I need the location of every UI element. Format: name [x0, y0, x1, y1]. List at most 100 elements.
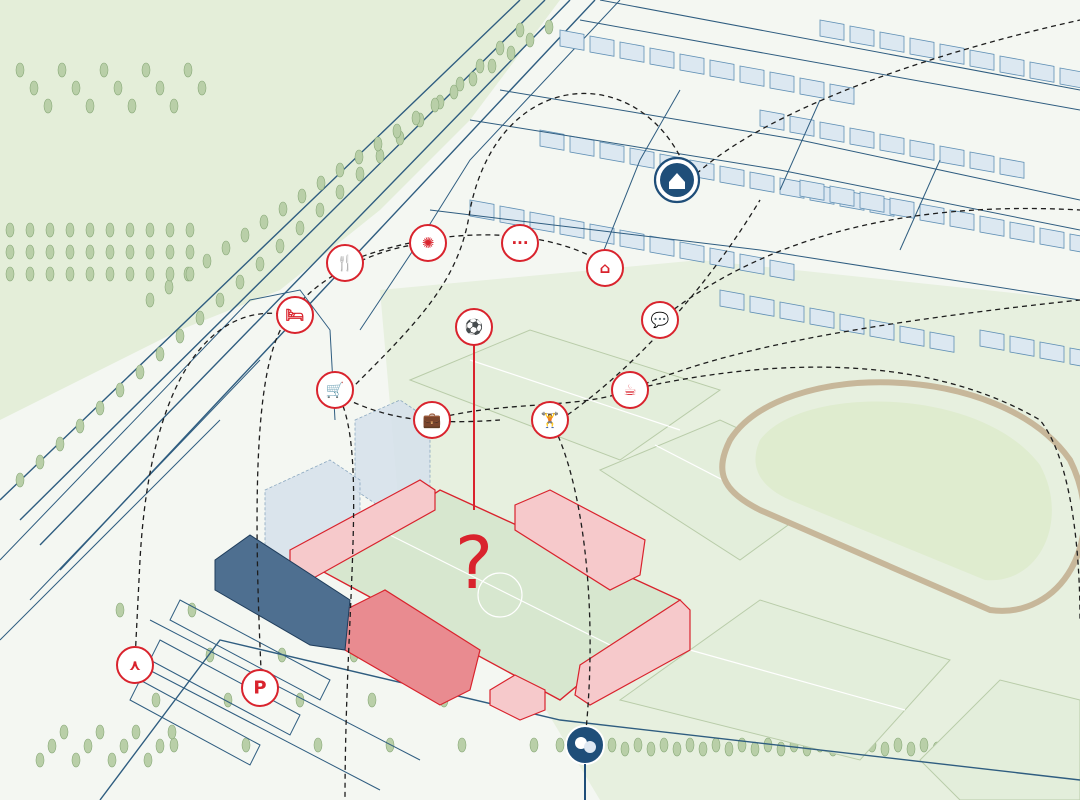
house — [1009, 335, 1035, 357]
house — [779, 301, 805, 323]
tree — [85, 266, 95, 282]
house — [769, 71, 795, 93]
tree — [355, 166, 365, 182]
tree — [880, 741, 890, 757]
tree — [131, 724, 141, 740]
house — [979, 215, 1005, 237]
house — [1009, 221, 1035, 243]
house — [749, 295, 775, 317]
tree — [47, 738, 57, 754]
coffee-icon[interactable]: ☕ — [611, 371, 649, 409]
tree — [145, 266, 155, 282]
briefcase-icon[interactable]: 💼 — [413, 401, 451, 439]
house — [1029, 61, 1055, 83]
tree — [45, 244, 55, 260]
gym-glyph: 🏋 — [541, 411, 560, 429]
chat-icon[interactable]: 💬 — [641, 301, 679, 339]
tree — [105, 244, 115, 260]
tree — [672, 741, 682, 757]
tree — [25, 244, 35, 260]
tree — [354, 149, 364, 165]
hotel-icon[interactable]: 🛏 — [276, 296, 314, 334]
tree — [25, 222, 35, 238]
gym-icon[interactable]: 🏋 — [531, 401, 569, 439]
residential-blocks — [469, 19, 1080, 367]
house — [919, 203, 945, 225]
house — [719, 165, 745, 187]
tree — [165, 244, 175, 260]
stand-north — [514, 489, 646, 591]
house — [1039, 341, 1065, 363]
tree — [15, 62, 25, 78]
restaurant-icon[interactable]: 🍴 — [326, 244, 364, 282]
more-glyph: ··· — [511, 234, 528, 252]
tree — [95, 724, 105, 740]
tree — [143, 752, 153, 768]
football-glyph: ⚽ — [464, 318, 484, 336]
house — [929, 331, 955, 353]
tree — [525, 32, 535, 48]
parking-icon[interactable]: P — [241, 669, 279, 707]
tree — [335, 162, 345, 178]
shopping-cart-glyph: 🛒 — [326, 381, 345, 399]
shop-glyph: ⌂ — [600, 259, 611, 277]
house — [829, 83, 855, 105]
tree — [255, 256, 265, 272]
tree — [487, 58, 497, 74]
chat-glyph: 💬 — [651, 311, 670, 329]
tree — [165, 266, 175, 282]
tree-rows — [5, 19, 1072, 768]
shopping-cart-icon[interactable]: 🛒 — [316, 371, 354, 409]
house — [819, 121, 845, 143]
theatre-icon[interactable] — [565, 725, 605, 800]
tree — [65, 244, 75, 260]
home-icon[interactable] — [653, 156, 701, 204]
tree — [313, 737, 323, 753]
house — [809, 307, 835, 329]
tree — [278, 201, 288, 217]
house — [799, 179, 825, 201]
house — [969, 49, 995, 71]
house — [539, 129, 565, 151]
tree — [515, 22, 525, 38]
tree — [95, 400, 105, 416]
shop-icon[interactable]: ⌂ — [586, 249, 624, 287]
tree — [55, 436, 65, 452]
tree — [35, 752, 45, 768]
more-icon[interactable]: ··· — [501, 224, 539, 262]
tree — [187, 602, 197, 618]
tree — [141, 62, 151, 78]
house — [719, 289, 745, 311]
central-question-mark: ? — [455, 521, 493, 605]
tree — [105, 222, 115, 238]
gate-building — [489, 674, 546, 721]
tree — [25, 266, 35, 282]
restaurant-glyph: 🍴 — [336, 254, 355, 272]
tree — [295, 220, 305, 236]
tree — [145, 222, 155, 238]
tree — [620, 741, 630, 757]
tree — [367, 692, 377, 708]
tree — [115, 602, 125, 618]
house — [949, 209, 975, 231]
transit-icon[interactable]: ⋏ — [116, 646, 154, 684]
house — [1059, 67, 1080, 89]
tree — [197, 80, 207, 96]
tree — [315, 202, 325, 218]
house — [999, 55, 1025, 77]
tree — [169, 737, 179, 753]
tree — [125, 266, 135, 282]
entertainment-icon[interactable]: ✺ — [409, 224, 447, 262]
football-icon[interactable]: ⚽ — [455, 308, 493, 346]
house — [749, 171, 775, 193]
tree — [183, 62, 193, 78]
tree — [57, 62, 67, 78]
house — [529, 211, 555, 233]
tree — [105, 266, 115, 282]
transit-glyph: ⋏ — [129, 656, 141, 674]
house — [939, 43, 965, 65]
tree — [919, 737, 929, 753]
house — [739, 65, 765, 87]
hotel-glyph: 🛏 — [285, 306, 304, 324]
house — [649, 47, 675, 69]
